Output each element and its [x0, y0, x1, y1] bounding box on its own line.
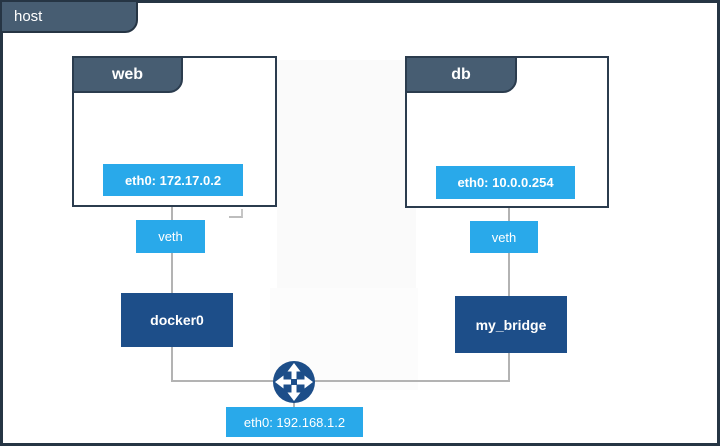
db-veth-label: veth	[470, 221, 538, 253]
container-web-name: web	[111, 65, 144, 83]
connector-web-to-veth	[171, 202, 173, 221]
router-circle	[273, 361, 315, 403]
connector-docker0-to-bus	[171, 346, 173, 382]
router-arrow-right	[297, 375, 313, 389]
container-web-tab: web	[72, 56, 183, 93]
container-db-tab: db	[405, 56, 517, 93]
container-web: web eth0: 172.17.0.2	[72, 56, 277, 207]
background-artifact	[229, 209, 243, 218]
connector-db-to-veth	[508, 203, 510, 222]
router-arrow-down	[287, 385, 301, 401]
router-cross-arrows-icon	[272, 360, 316, 404]
connector-veth-to-mybridge	[508, 252, 510, 297]
web-veth-label: veth	[136, 220, 205, 253]
container-db-name: db	[451, 65, 471, 83]
host-eth-label: eth0: 192.168.1.2	[226, 407, 363, 437]
db-eth-label: eth0: 10.0.0.254	[436, 166, 575, 199]
bridge-docker0: docker0	[121, 293, 233, 347]
container-db: db eth0: 10.0.0.254	[405, 56, 609, 208]
connector-horizontal-bus	[171, 380, 510, 382]
connector-mybridge-to-bus	[508, 352, 510, 382]
router-arrow-left	[275, 375, 291, 389]
router-arrow-up	[287, 363, 301, 379]
connector-veth-to-docker0	[171, 252, 173, 294]
background-artifact	[277, 60, 416, 288]
bridge-my-bridge: my_bridge	[455, 296, 567, 353]
host-label: host	[14, 8, 43, 25]
web-eth-label: eth0: 172.17.0.2	[103, 164, 243, 196]
host-label-tab: host	[0, 0, 138, 33]
